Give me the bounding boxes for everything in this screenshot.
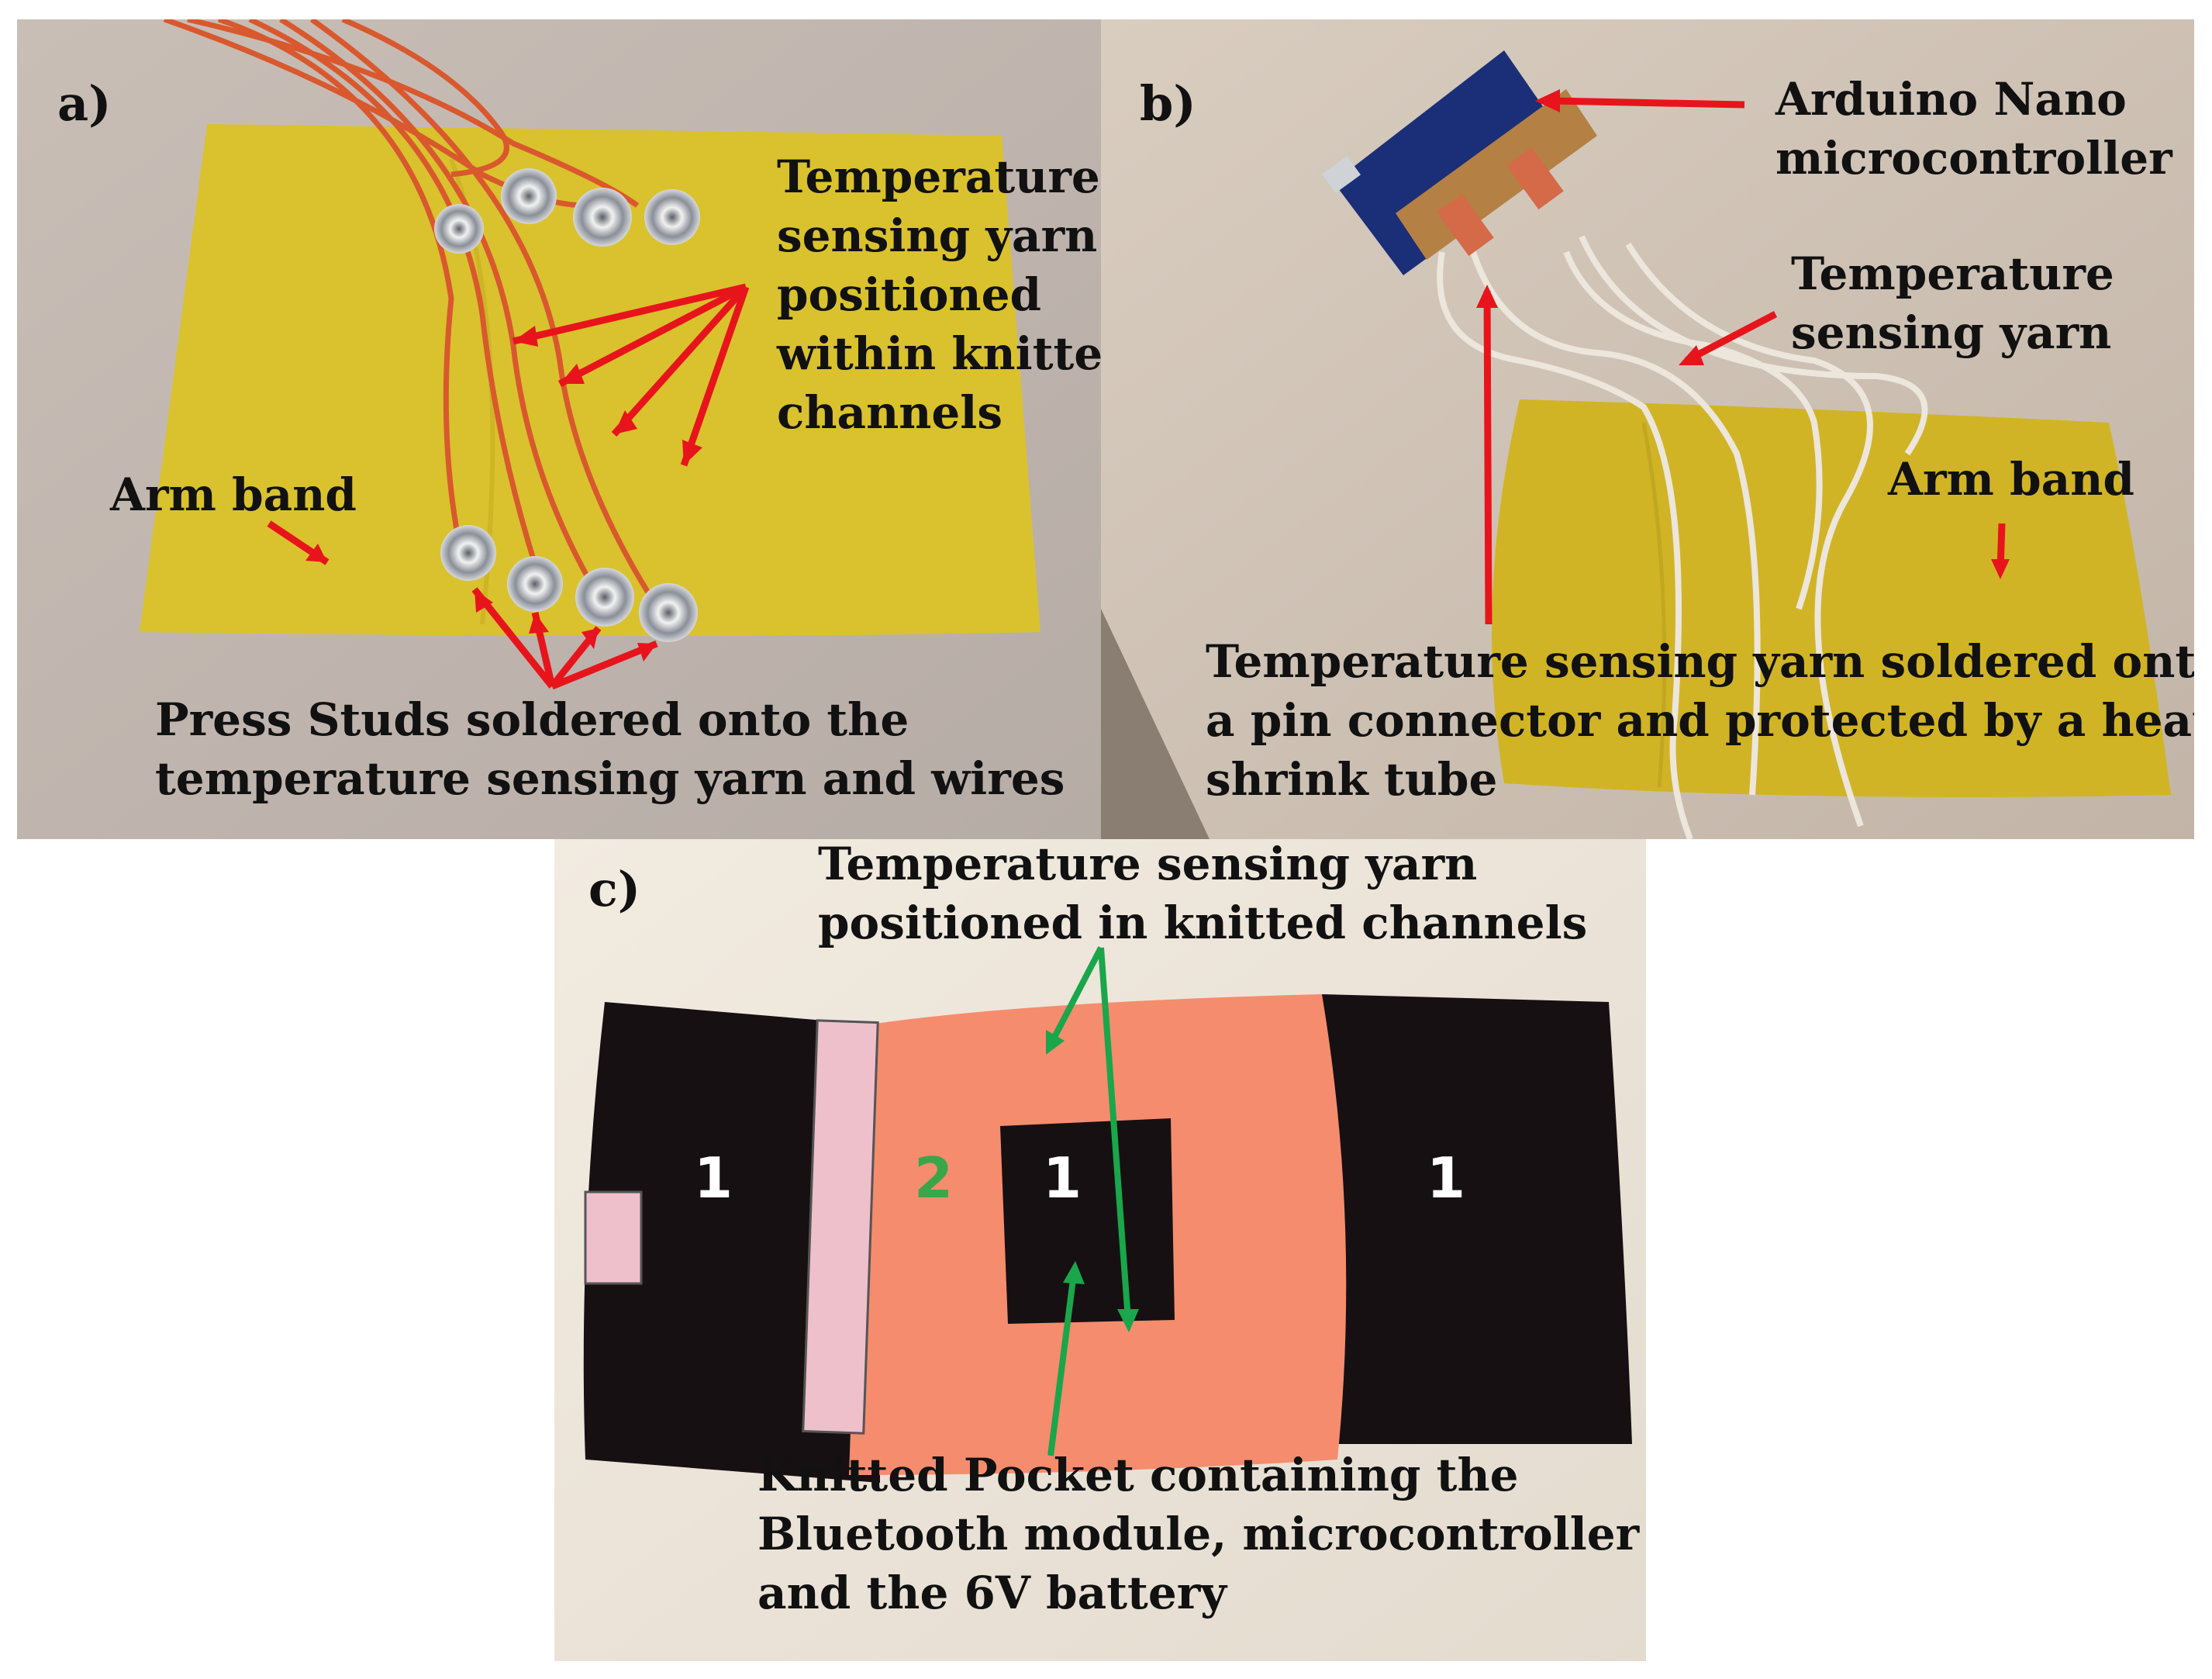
- velcro-patch: [584, 1190, 643, 1285]
- label-line: sensing yarn: [1791, 306, 2112, 359]
- press-studs-top: [434, 168, 700, 254]
- panel-c-tag: c): [588, 861, 641, 917]
- pocket-label: Knitted Pocket containing the Bluetooth …: [757, 1446, 1639, 1622]
- soldered-label: Temperature sensing yarn soldered onto a…: [1206, 632, 2194, 809]
- label-line: positioned in knitted channels: [818, 897, 1588, 949]
- label-line: Temperature: [1791, 247, 2114, 300]
- armband-right-black: [1322, 994, 1632, 1444]
- label-line: temperature sensing yarn and wires: [155, 752, 1065, 805]
- armband-label-b: Arm band: [1888, 453, 2134, 506]
- zone-label-orange: 2: [914, 1145, 954, 1211]
- panel-a-arrows: [267, 283, 750, 690]
- armband-label-a: Arm band: [110, 468, 357, 521]
- label-line: Temperature: [777, 150, 1100, 203]
- zone-label-pocket: 1: [1043, 1145, 1082, 1211]
- panel-b-illustration: [1101, 19, 2194, 839]
- pocket-black: [1000, 1118, 1175, 1324]
- label-line: Arduino Nano: [1775, 73, 2127, 126]
- label-line: Press Studs soldered onto the: [155, 693, 909, 746]
- press-studs-bottom: [440, 525, 698, 642]
- panel-a-illustration: [17, 19, 1101, 839]
- zone-label-left: 1: [694, 1145, 733, 1211]
- panel-a-photo: a) Temperature sensing yarn positioned w…: [17, 19, 1101, 839]
- panel-c-illustration: [554, 839, 1646, 1661]
- zone-label-right: 1: [1427, 1145, 1466, 1211]
- label-line: Temperature sensing yarn: [818, 839, 1478, 890]
- label-line: Temperature sensing yarn soldered onto: [1206, 635, 2194, 688]
- label-line: within knitted: [777, 327, 1101, 380]
- velcro-strip: [802, 1019, 879, 1435]
- label-line: positioned: [777, 268, 1042, 321]
- channels-label: Temperature sensing yarn positioned in k…: [818, 839, 1587, 952]
- arduino-board: [1322, 50, 1597, 275]
- panel-b-tag: b): [1140, 75, 1196, 132]
- armband-yellow-b: [1492, 399, 2171, 797]
- press-studs-label: Press Studs soldered onto the temperatur…: [155, 690, 1065, 808]
- arduino-label: Arduino Nano microcontroller: [1775, 70, 2172, 188]
- label-line: Bluetooth module, microcontroller: [757, 1508, 1640, 1560]
- panel-b-arrows: [1483, 97, 2006, 625]
- label-line: and the 6V battery: [757, 1567, 1227, 1619]
- sensing-yarn-label-b: Temperature sensing yarn: [1791, 244, 2114, 362]
- armband-yellow-a: [140, 124, 1040, 636]
- label-line: channels: [777, 386, 1002, 439]
- label-line: sensing yarn: [777, 209, 1098, 262]
- label-line: shrink tube: [1206, 753, 1498, 806]
- panel-a-tag: a): [57, 75, 112, 132]
- panel-b-photo: b) Arduino Nano microcontroller Temperat…: [1101, 19, 2194, 839]
- label-line: microcontroller: [1775, 132, 2172, 185]
- panel-c-arrows: [1047, 946, 1131, 1456]
- label-line: a pin connector and protected by a heat: [1206, 694, 2194, 747]
- panel-c-photo: c) Temperature sensing yarn positioned i…: [554, 839, 1646, 1661]
- label-line: Knitted Pocket containing the: [757, 1449, 1519, 1501]
- sensing-yarn-label-a: Temperature sensing yarn positioned with…: [777, 147, 1101, 442]
